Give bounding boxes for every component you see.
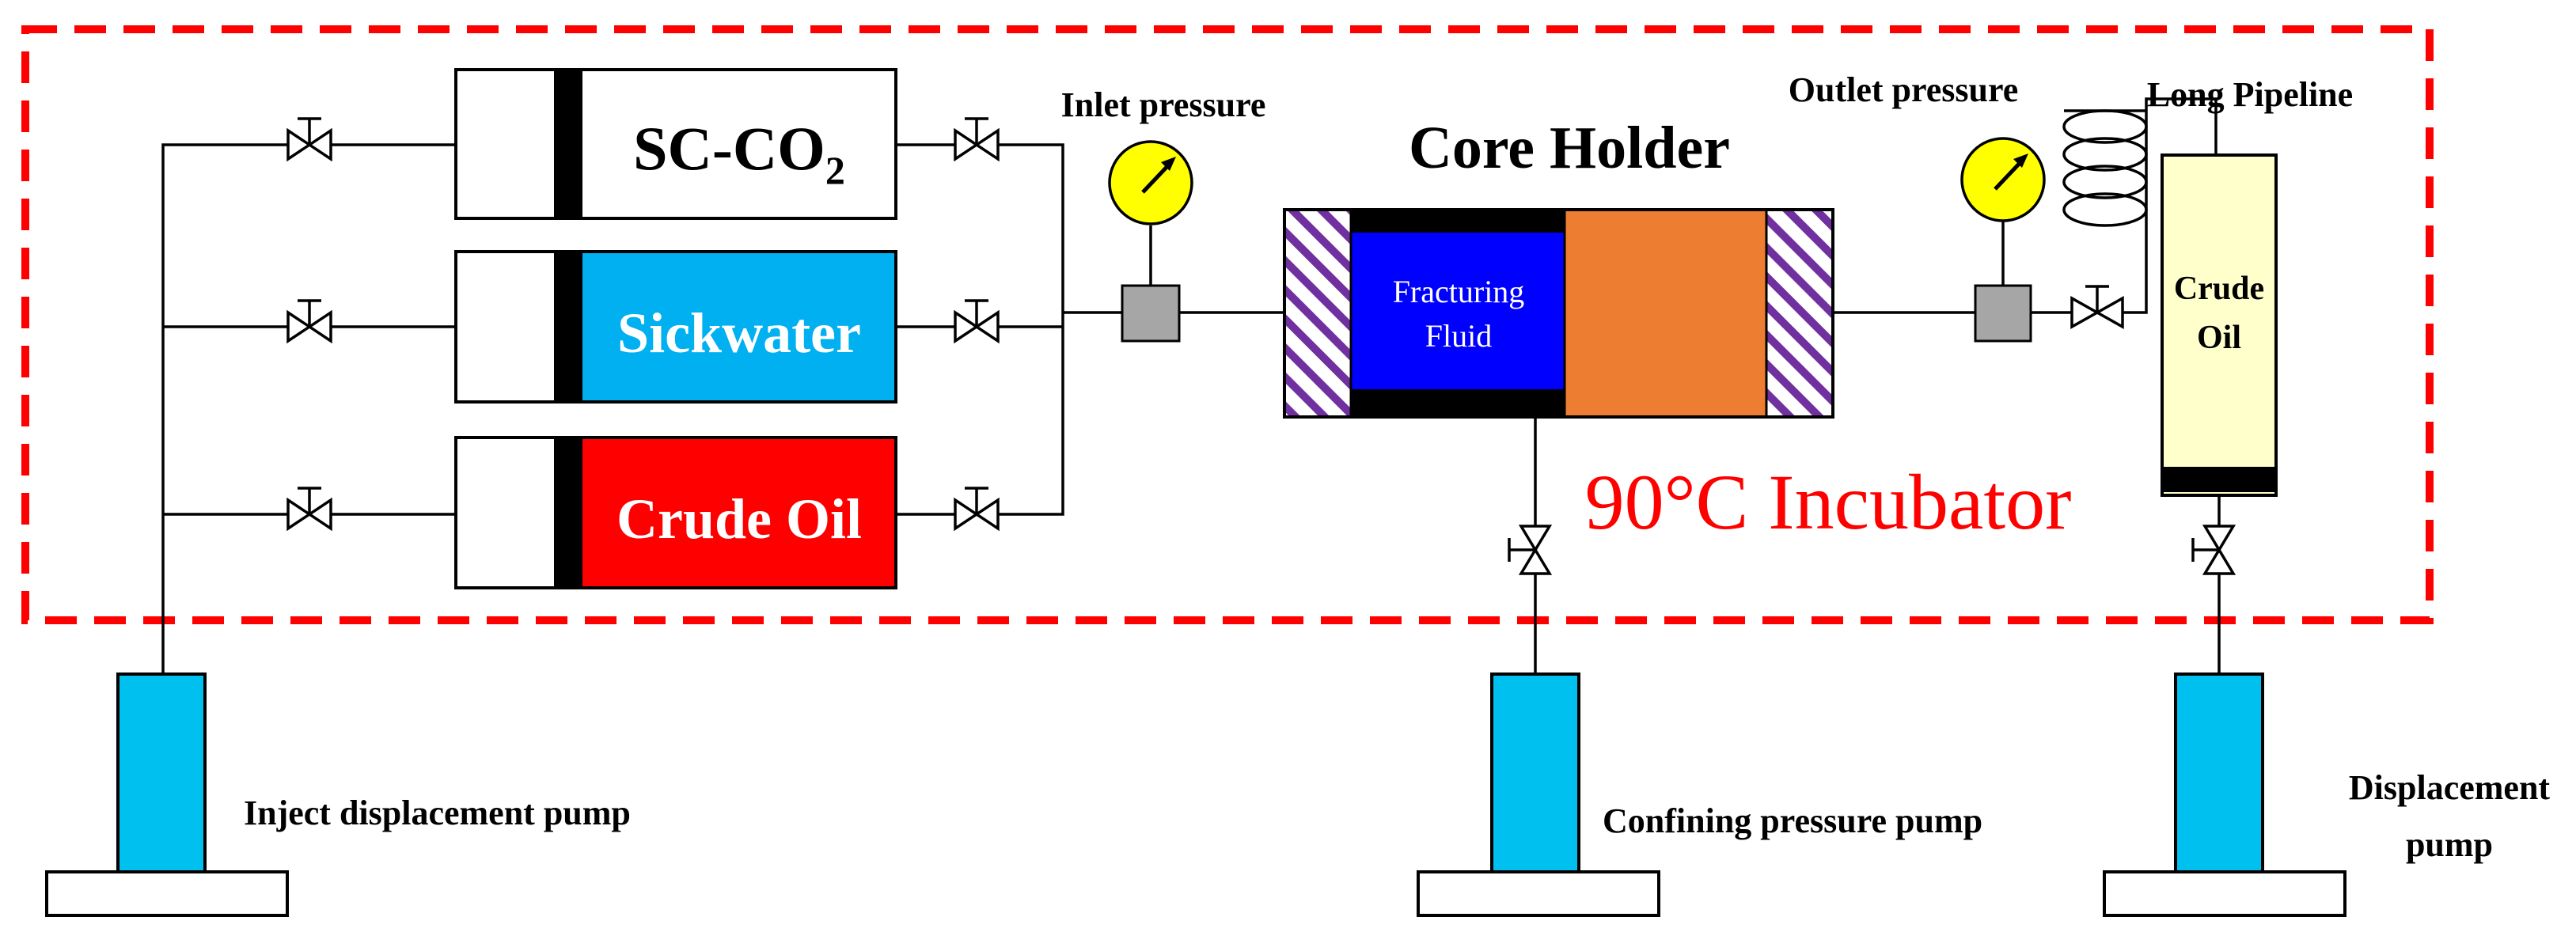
displacement-pump-line2: pump	[2406, 825, 2493, 864]
long-pipeline-coil	[2062, 97, 2217, 241]
valve-outlet-sc-co2[interactable]	[954, 117, 1000, 162]
inject-pump-label: Inject displacement pump	[244, 794, 631, 832]
crude-oil-vessel-line2: Oil	[2197, 320, 2241, 356]
valve-inject-slickwater[interactable]	[286, 299, 332, 344]
crude-oil-vessel-line1: Crude	[2174, 271, 2264, 307]
incubator-label: 90°C Incubator	[1585, 458, 2072, 546]
inlet-pressure-gauge-icon	[1108, 140, 1193, 225]
valve-outlet-crude-oil[interactable]	[954, 487, 1000, 532]
valve-displacement-line[interactable]	[2191, 525, 2236, 575]
crude-oil-vessel	[2161, 153, 2278, 497]
inject-manifold	[161, 143, 456, 674]
long-pipeline-label: Long Pipeline	[2147, 75, 2353, 114]
core-holder	[1283, 208, 1834, 419]
crude-oil-cylinder-label: Crude Oil	[616, 487, 862, 551]
slickwater-cylinder: Sickwater	[454, 250, 897, 404]
displacement-pump-line1: Displacement	[2349, 768, 2551, 807]
outlet-pressure-sensor	[1974, 222, 2032, 343]
confining-pressure-pump	[1417, 673, 1660, 917]
fracturing-fluid-line2: Fluid	[1425, 318, 1492, 354]
sc-co2-label: SC-CO2	[633, 114, 845, 192]
crude-oil-cylinder: Crude Oil	[454, 436, 897, 589]
valve-outlet-line[interactable]	[2070, 285, 2124, 329]
incubator-boundary	[21, 25, 2434, 624]
inlet-pressure-label: Inlet pressure	[1061, 85, 1266, 124]
valve-confining-line[interactable]	[1508, 525, 1553, 575]
valve-inject-crude-oil[interactable]	[286, 487, 332, 532]
fracturing-fluid-line1: Fracturing	[1393, 274, 1525, 309]
valve-inject-sc-co2[interactable]	[286, 117, 332, 162]
slickwater-label: Sickwater	[617, 301, 861, 365]
sc-co2-cylinder: SC-CO2	[454, 68, 897, 220]
outlet-pressure-gauge-icon	[1960, 137, 2046, 222]
confining-pump-label: Confining pressure pump	[1603, 801, 1982, 840]
outlet-pressure-label: Outlet pressure	[1789, 70, 2018, 109]
displacement-pump	[2103, 673, 2346, 917]
outlet-pipe	[1833, 241, 2148, 314]
valve-outlet-slickwater[interactable]	[954, 299, 1000, 344]
inject-displacement-pump	[45, 673, 289, 917]
inlet-pressure-sensor	[1121, 225, 1181, 343]
core-holder-title: Core Holder	[1409, 115, 1730, 181]
